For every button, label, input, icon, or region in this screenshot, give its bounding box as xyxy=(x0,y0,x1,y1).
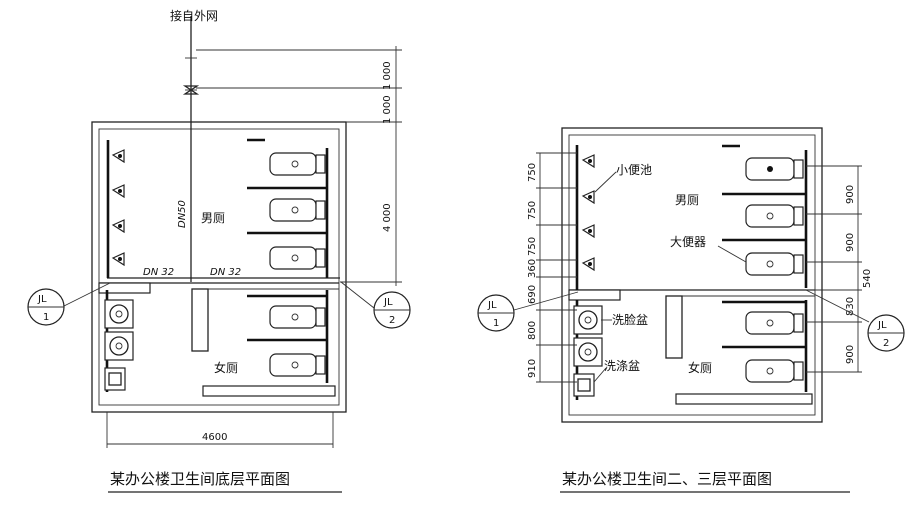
svg-text:1: 1 xyxy=(493,318,499,329)
svg-text:JL: JL xyxy=(383,297,393,308)
svg-text:910: 910 xyxy=(527,359,538,378)
svg-text:2: 2 xyxy=(389,315,395,326)
svg-text:JL: JL xyxy=(487,300,497,311)
svg-text:830: 830 xyxy=(845,297,856,316)
upper-dimensions-right: 900 900 540 830 900 xyxy=(806,165,873,373)
ground-outer-wall xyxy=(91,121,347,413)
ground-pipe-dn32-right: DN 32 xyxy=(210,267,241,278)
svg-text:750: 750 xyxy=(527,163,538,182)
ground-women-toilets xyxy=(247,294,326,377)
upper-floor-plan: 小便池 男厕 大便器 女厕 洗脸盆 洗涤盆 xyxy=(477,127,905,493)
ground-riser-jl2: JL 2 xyxy=(373,291,411,329)
ground-men-room: 男厕 xyxy=(201,211,225,225)
svg-text:360: 360 xyxy=(527,259,538,278)
svg-text:1 000: 1 000 xyxy=(382,95,393,124)
upper-urinal xyxy=(581,154,595,272)
svg-text:900: 900 xyxy=(845,233,856,252)
upper-sink-label: 洗涤盆 xyxy=(604,359,640,373)
ground-dimensions: 1 000 1 000 4 000 4600 xyxy=(106,46,402,448)
svg-text:750: 750 xyxy=(527,201,538,220)
ground-washbasins xyxy=(104,299,134,391)
svg-text:4600: 4600 xyxy=(202,432,227,443)
ground-urinal xyxy=(111,149,125,267)
ground-supply-label: 接自外网 xyxy=(170,8,218,23)
svg-text:1 000: 1 000 xyxy=(382,61,393,90)
ground-men-toilets xyxy=(247,138,326,270)
ground-stub-wall xyxy=(191,288,209,352)
ground-inner-wall xyxy=(98,128,340,406)
valve-icon xyxy=(182,57,200,95)
upper-riser-jl1: JL 1 xyxy=(477,294,515,332)
ground-pipe-dn50: DN50 xyxy=(177,200,188,228)
upper-dimensions-left: 750 750 750 360 690 800 910 xyxy=(527,152,577,383)
upper-women-toilets xyxy=(722,300,805,383)
svg-text:4 000: 4 000 xyxy=(382,203,393,232)
upper-washbasin-label: 洗脸盆 xyxy=(612,313,648,327)
ground-floor-plan: 接自外网 DN50 DN 32 DN 32 xyxy=(27,8,411,493)
svg-text:JL: JL xyxy=(37,294,47,305)
svg-text:690: 690 xyxy=(527,285,538,304)
upper-urinal-label: 小便池 xyxy=(616,163,652,177)
svg-text:900: 900 xyxy=(845,345,856,364)
upper-outer-wall xyxy=(561,127,823,423)
ground-caption: 某办公楼卫生间底层平面图 xyxy=(110,470,290,488)
svg-text:800: 800 xyxy=(527,321,538,340)
svg-text:1: 1 xyxy=(43,312,49,323)
upper-washbasins xyxy=(573,305,603,397)
upper-caption: 某办公楼卫生间二、三层平面图 xyxy=(562,470,772,488)
ground-pipe-dn32-left: DN 32 xyxy=(143,267,174,278)
upper-women-room: 女厕 xyxy=(688,360,712,375)
ground-riser-jl1: JL 1 xyxy=(27,288,65,326)
upper-toilet-label: 大便器 xyxy=(670,235,706,249)
upper-riser-jl2: JL 2 xyxy=(867,314,905,352)
ground-women-room: 女厕 xyxy=(214,360,238,375)
svg-text:540: 540 xyxy=(862,269,873,288)
svg-text:JL: JL xyxy=(877,320,887,331)
upper-men-room: 男厕 xyxy=(675,193,699,207)
svg-text:750: 750 xyxy=(527,237,538,256)
svg-text:900: 900 xyxy=(845,185,856,204)
upper-men-toilets xyxy=(722,144,805,276)
svg-text:2: 2 xyxy=(883,338,889,349)
upper-inner-wall xyxy=(568,134,816,416)
